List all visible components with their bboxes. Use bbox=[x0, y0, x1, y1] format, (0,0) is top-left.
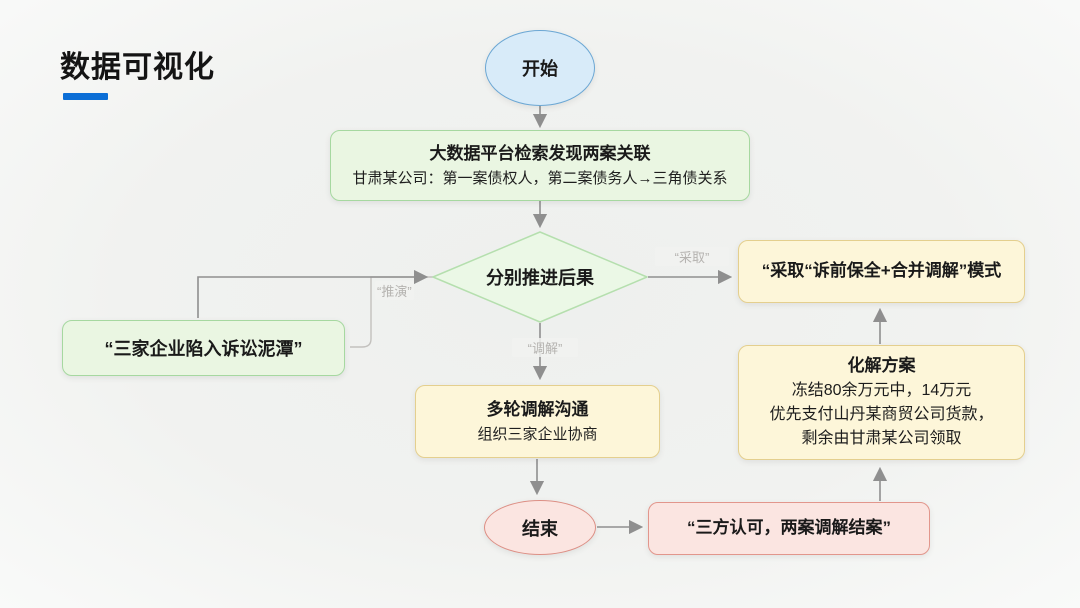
node-start-label: 开始 bbox=[522, 59, 558, 79]
node-quagmire-label: “三家企业陷入诉讼泥潭” bbox=[104, 339, 303, 359]
edge-label-mediate: “调解” bbox=[512, 338, 578, 357]
node-end-label: 结束 bbox=[522, 518, 558, 539]
edge-label-simulate: “推演” bbox=[375, 281, 414, 300]
title-accent-bar bbox=[63, 93, 108, 100]
node-platform-match: 大数据平台检索发现两案关联 甘肃某公司：第一案债权人，第二案债务人→三角债关系 bbox=[330, 130, 750, 201]
node-mediation-title: 多轮调解沟通 bbox=[486, 400, 589, 420]
node-mediation-subtitle: 组织三家企业协商 bbox=[477, 425, 598, 443]
node-platform-subtitle: 甘肃某公司：第一案债权人，第二案债务人→三角债关系 bbox=[352, 169, 728, 187]
edge-label-adopt: “采取” bbox=[655, 247, 729, 266]
node-start: 开始 bbox=[485, 30, 595, 106]
node-case-closed: “三方认可，两案调解结案” bbox=[648, 502, 930, 555]
node-closed-label: “三方认可，两案调解结案” bbox=[687, 518, 891, 538]
node-mediation: 多轮调解沟通 组织三家企业协商 bbox=[415, 385, 660, 458]
node-adopt-label: “采取“诉前保全+合并调解”模式 bbox=[761, 261, 1002, 281]
node-resolution-plan: 化解方案 冻结80余万元中，14万元 优先支付山丹某商贸公司货款， 剩余由甘肃某… bbox=[738, 345, 1025, 460]
decision-diamond-shape bbox=[432, 231, 648, 323]
node-plan-line1: 冻结80余万元中，14万元 bbox=[791, 381, 972, 399]
page-title: 数据可视化 bbox=[60, 51, 215, 84]
node-plan-line3: 剩余由甘肃某公司领取 bbox=[801, 429, 962, 447]
node-plan-title: 化解方案 bbox=[847, 356, 916, 376]
node-platform-title: 大数据平台检索发现两案关联 bbox=[429, 144, 651, 164]
node-decision-label: 分别推进后果 bbox=[486, 268, 594, 288]
node-end: 结束 bbox=[484, 500, 596, 555]
node-quagmire: “三家企业陷入诉讼泥潭” bbox=[62, 320, 345, 376]
node-decision: 分别推进后果 bbox=[431, 230, 649, 324]
node-plan-line2: 优先支付山丹某商贸公司货款， bbox=[769, 405, 994, 423]
node-adopt-mode: “采取“诉前保全+合并调解”模式 bbox=[738, 240, 1025, 303]
